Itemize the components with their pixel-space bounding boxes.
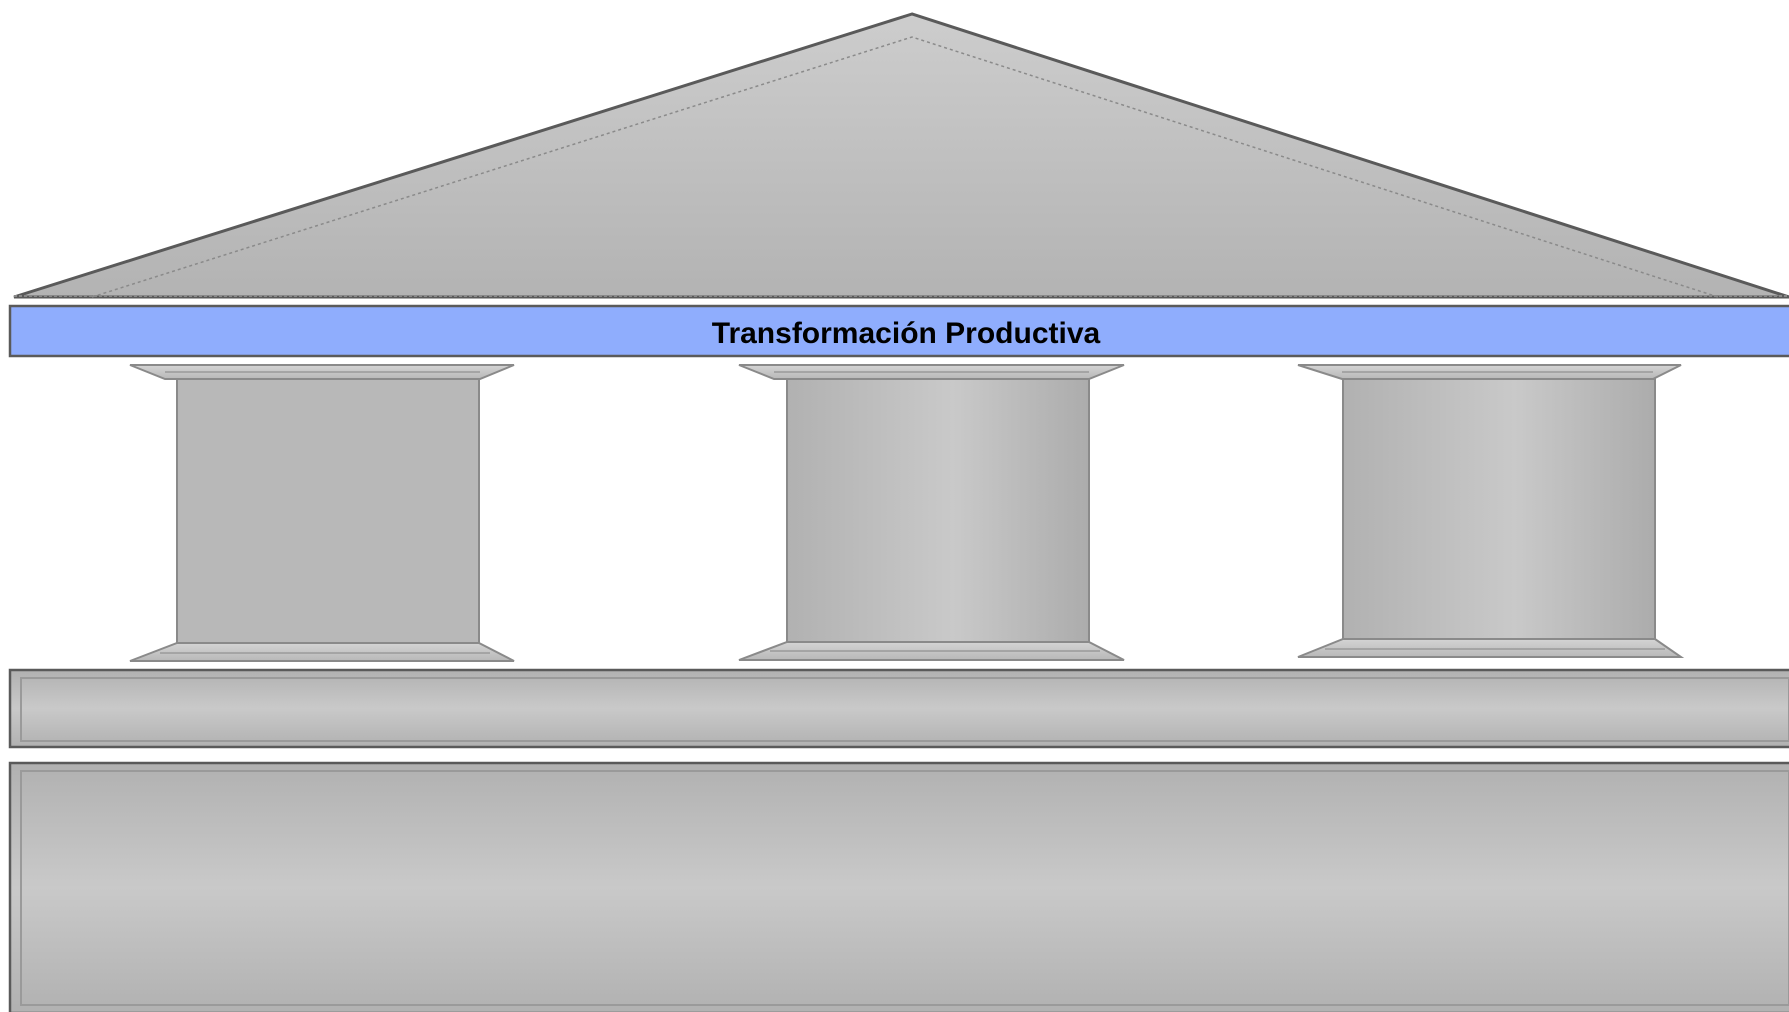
base-upper (8, 668, 1789, 749)
base-upper-inner (20, 677, 1789, 742)
column-right (1297, 364, 1685, 658)
column-middle (738, 364, 1125, 661)
base-upper-outer (8, 668, 1789, 749)
column-right-shaft (1342, 378, 1656, 640)
column-left-shaft (176, 378, 480, 644)
column-left (129, 364, 515, 662)
base-lower (8, 761, 1789, 1012)
column-left-base (129, 642, 515, 662)
column-right-base (1297, 638, 1685, 658)
roof-inner-dotted-line (91, 36, 1719, 298)
roof-pediment (13, 12, 1789, 299)
column-middle-shaft (786, 378, 1090, 643)
roof-outer (13, 12, 1789, 299)
base-lower-inner (20, 770, 1789, 1006)
banner-bar (8, 304, 1789, 358)
banner: Transformación Productiva (8, 304, 1789, 358)
base-lower-outer (8, 761, 1789, 1012)
banner-label: Transformación Productiva (712, 317, 1101, 350)
